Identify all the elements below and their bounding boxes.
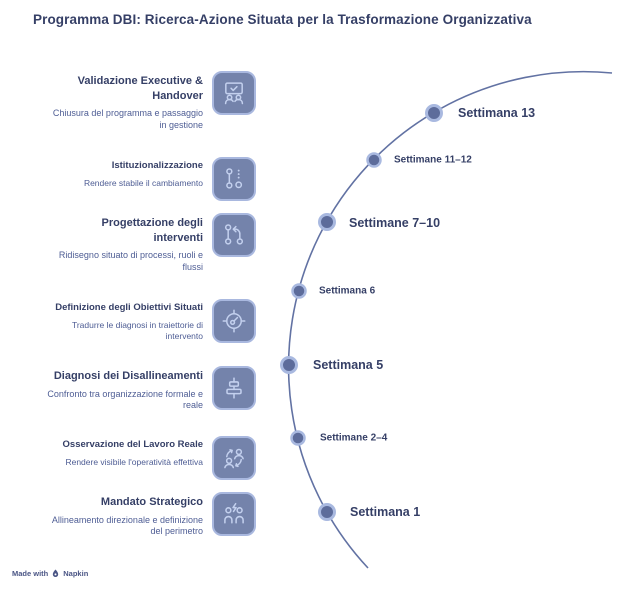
milestone-dot-week2-4 — [290, 430, 306, 446]
phase-text: Progettazione degli interventi Ridisegno… — [13, 213, 203, 274]
phase-text: Osservazione del Lavoro Reale Rendere vi… — [13, 436, 203, 468]
phase-text: Mandato Strategico Allineamento direzion… — [13, 492, 203, 538]
phase-description: Allineamento direzionale e definizione d… — [51, 514, 203, 537]
phase-title: Diagnosi dei Disallineamenti — [53, 370, 203, 382]
milestone-dot-week7-10 — [318, 213, 336, 231]
phase-icon-tile — [212, 213, 256, 257]
phase-title: Istituzionalizzazione — [111, 160, 203, 171]
phase-row-mandato-strategico: Mandato Strategico Allineamento direzion… — [13, 492, 256, 538]
phase-description: Ridisegno situato di processi, ruoli e f… — [58, 250, 203, 272]
phase-description: Chiusura del programma e passaggio in ge… — [52, 108, 203, 130]
page-title: Programma DBI: Ricerca-Azione Situata pe… — [33, 12, 532, 27]
phase-title: Validazione Executive & Handover — [77, 75, 203, 102]
git-pull-request-icon — [224, 224, 244, 245]
napkin-brand-label: Napkin — [63, 569, 89, 578]
people-spark-icon — [224, 502, 244, 524]
phase-text: Diagnosi dei Disallineamenti Confronto t… — [13, 366, 203, 412]
phase-row-diagnosi-disallineamenti: Diagnosi dei Disallineamenti Confronto t… — [13, 366, 256, 412]
phase-title: Mandato Strategico — [100, 496, 203, 508]
made-with-label: Made with — [12, 569, 49, 578]
phase-title: Definizione degli Obiettivi Situati — [55, 302, 203, 313]
phase-row-validazione-executive: Validazione Executive & Handover Chiusur… — [13, 71, 256, 132]
phase-text: Definizione degli Obiettivi Situati Trad… — [13, 299, 203, 342]
milestone-dot-week5 — [280, 356, 298, 374]
phase-icon-tile — [212, 71, 256, 115]
people-exchange-icon — [224, 448, 244, 469]
presentation-check-icon — [224, 82, 244, 105]
phase-icon-tile — [212, 157, 256, 201]
phase-icon-tile — [212, 436, 256, 480]
phase-description: Rendere stabile il cambiamento — [83, 177, 203, 188]
phase-text: Istituzionalizzazione Rendere stabile il… — [13, 157, 203, 189]
phase-icon-tile — [212, 366, 256, 410]
phase-title: Osservazione del Lavoro Reale — [62, 439, 203, 450]
made-with-napkin-link[interactable]: Made with Napkin — [12, 569, 88, 578]
phase-row-progettazione-interventi: Progettazione degli interventi Ridisegno… — [13, 213, 256, 274]
phase-title: Progettazione degli interventi — [101, 217, 203, 244]
phase-description: Tradurre le diagnosi in traiettorie di i… — [71, 319, 203, 341]
milestone-dot-week13 — [425, 104, 443, 122]
phase-row-obiettivi-situati: Definizione degli Obiettivi Situati Trad… — [13, 299, 256, 343]
phase-description: Confronto tra organizzazione formale e r… — [47, 388, 203, 411]
milestone-label: Settimana 6 — [319, 285, 376, 297]
phase-icon-tile — [212, 492, 256, 536]
align-center-icon — [226, 377, 242, 399]
milestone-label: Settimana 5 — [313, 358, 384, 372]
milestone-label: Settimane 7–10 — [349, 216, 441, 230]
milestone-dot-week6 — [291, 283, 307, 299]
milestone-label: Settimane 11–12 — [394, 154, 472, 166]
timeline-arc — [287, 70, 613, 569]
milestone-label: Settimane 2–4 — [320, 432, 388, 444]
milestone-label: Settimana 13 — [458, 106, 536, 120]
milestone-dot-week11-12 — [366, 152, 382, 168]
phase-description: Rendere visibile l'operatività effettiva — [65, 456, 203, 467]
phase-row-osservazione-lavoro: Osservazione del Lavoro Reale Rendere vi… — [13, 436, 256, 480]
napkin-pen-nib-icon — [53, 569, 59, 578]
milestone-label: Settimana 1 — [350, 505, 421, 519]
phase-row-istituzionalizzazione: Istituzionalizzazione Rendere stabile il… — [13, 157, 256, 201]
milestone-dot-week1 — [318, 503, 336, 521]
phase-icon-tile — [212, 299, 256, 343]
workflow-nodes-icon — [226, 168, 243, 189]
phase-text: Validazione Executive & Handover Chiusur… — [13, 71, 203, 132]
target-gauge-icon — [222, 309, 246, 333]
